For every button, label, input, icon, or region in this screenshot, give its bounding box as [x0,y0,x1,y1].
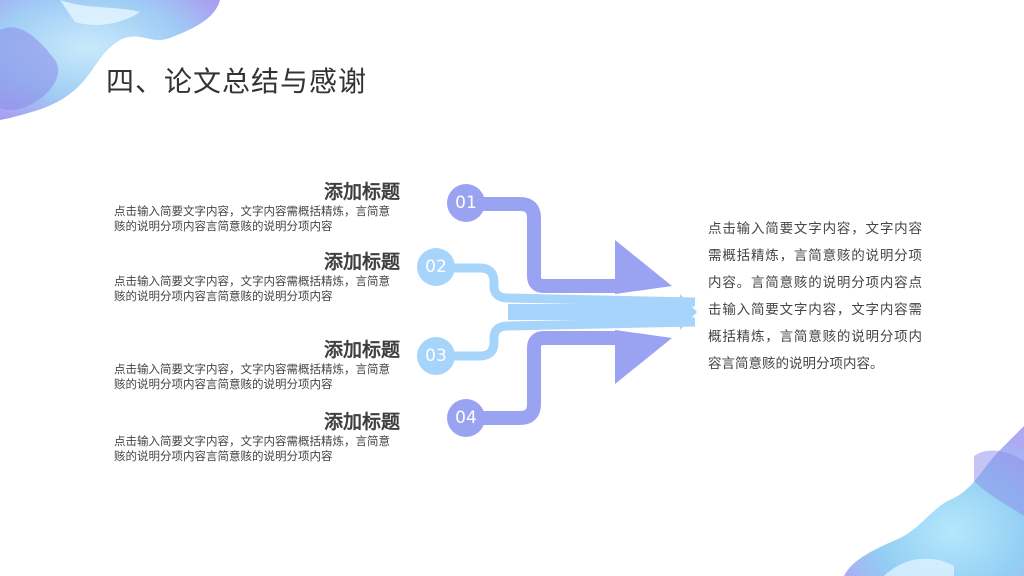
item-description: 点击输入简要文字内容，文字内容需概括精炼，言简意赅的说明分项内容言简意赅的说明分… [114,362,390,391]
step-number-badge: 02 [417,248,455,286]
step-number-badge: 04 [447,399,485,437]
item-heading: 添加标题 [323,181,400,203]
list-item: 添加标题 点击输入简要文字内容，文字内容需概括精炼，言简意赅的说明分项内容言简意… [114,180,400,234]
converging-arrows-graphic [450,197,697,425]
list-item: 添加标题 点击输入简要文字内容，文字内容需概括精炼，言简意赅的说明分项内容言简意… [114,250,400,304]
watercolor-decoration-top-left [0,0,220,120]
summary-text: 点击输入简要文字内容，文字内容需概括精炼，言简意赅的说明分项内容。言简意赅的说明… [708,221,922,372]
watercolor-decoration-bottom-right [844,426,1024,576]
item-description: 点击输入简要文字内容，文字内容需概括精炼，言简意赅的说明分项内容言简意赅的说明分… [114,434,390,463]
item-heading: 添加标题 [323,339,400,361]
step-number-badge: 01 [447,184,485,222]
item-heading: 添加标题 [323,411,400,433]
arrow-tip-middle [680,294,697,330]
step-number-badge: 03 [417,337,455,375]
arrow-head-bottom [615,330,672,384]
item-description: 点击输入简要文字内容，文字内容需概括精炼，言简意赅的说明分项内容言简意赅的说明分… [114,204,390,233]
arrow-path-bottom [480,331,620,425]
item-description: 点击输入简要文字内容，文字内容需概括精炼，言简意赅的说明分项内容言简意赅的说明分… [114,274,390,303]
arrow-shaft-middle [508,304,686,320]
list-item: 添加标题 点击输入简要文字内容，文字内容需概括精炼，言简意赅的说明分项内容言简意… [114,410,400,464]
arrow-path-upper-middle [450,263,696,307]
page-title: 四、论文总结与感谢 [106,65,368,98]
arrow-head-top [615,240,672,294]
arrow-path-lower-middle [450,317,696,361]
list-item: 添加标题 点击输入简要文字内容，文字内容需概括精炼，言简意赅的说明分项内容言简意… [114,338,400,392]
arrow-path-top [480,197,620,293]
item-heading: 添加标题 [323,251,400,273]
